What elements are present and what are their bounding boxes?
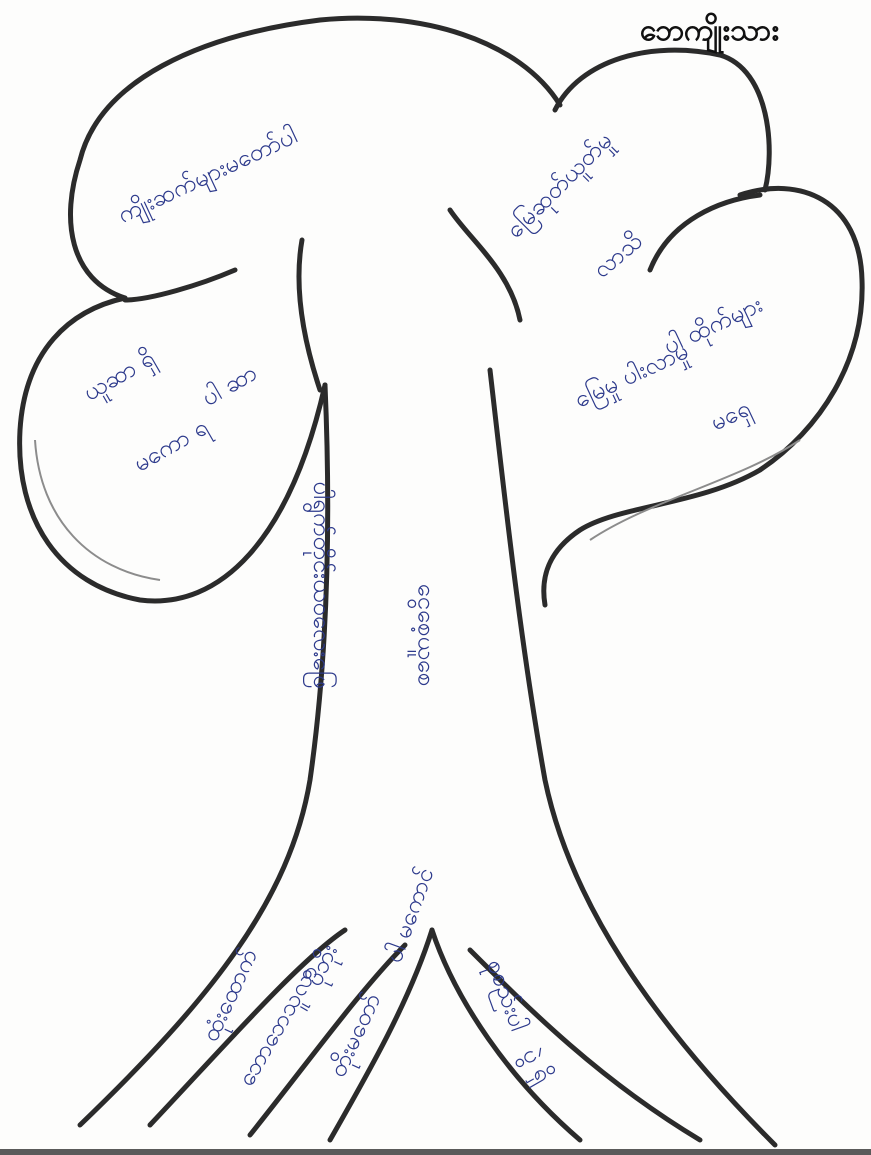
bottom-edge-rule xyxy=(0,1149,871,1155)
trunk-left-text: ပါရွက်တိုင်းယဝလေးဖြေ xyxy=(307,481,337,689)
canopy-inner-right xyxy=(650,195,760,270)
trunk-right-text: ငွေစေ့ယူစေ xyxy=(411,584,441,687)
trunk-right-outline xyxy=(490,370,775,1145)
diagram-title: ဘေကျိုးသား xyxy=(640,10,779,55)
canopy-right-sketch-shadow xyxy=(590,440,800,540)
trunk-top-left-curve xyxy=(299,240,320,390)
canopy-inner-left xyxy=(125,270,235,300)
